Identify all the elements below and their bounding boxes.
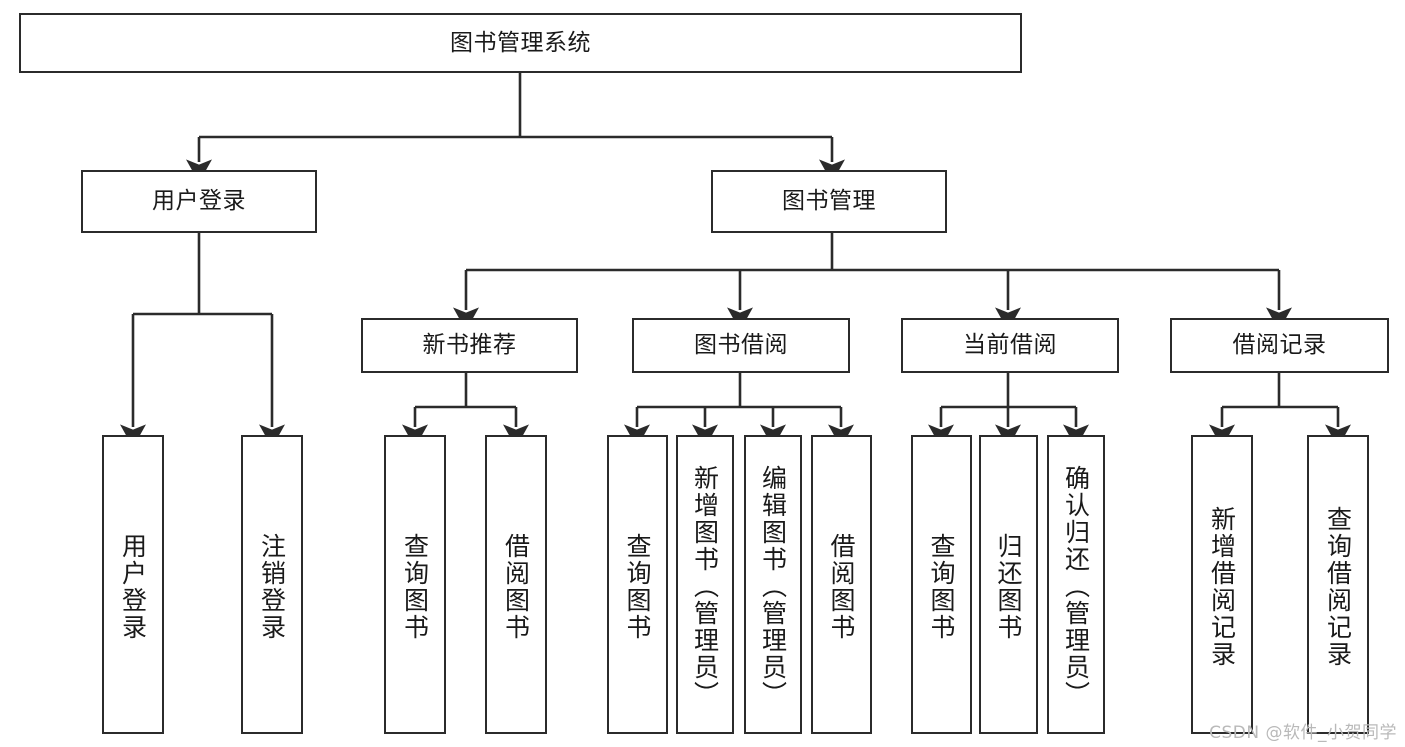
leaf-user-login-login[interactable]: 用户登录 <box>102 435 164 734</box>
leaf-book-borrow-add-label: 新增图书（管理员） <box>690 465 720 708</box>
node-root[interactable]: 图书管理系统 <box>19 13 1022 73</box>
leaf-new-book-borrow-label: 借阅图书 <box>501 532 531 641</box>
leaf-book-borrow-query[interactable]: 查询图书 <box>607 435 668 734</box>
leaf-current-borrow-query-label: 查询图书 <box>927 532 956 641</box>
leaf-borrow-record-add-label: 新增借阅记录 <box>1207 505 1237 668</box>
leaf-new-book-query[interactable]: 查询图书 <box>384 435 446 734</box>
leaf-current-borrow-confirm-label: 确认归还（管理员） <box>1061 465 1091 708</box>
leaf-current-borrow-query[interactable]: 查询图书 <box>911 435 972 734</box>
node-new-book-recommend[interactable]: 新书推荐 <box>361 318 578 373</box>
leaf-book-borrow-query-label: 查询图书 <box>623 532 652 641</box>
node-book-manage[interactable]: 图书管理 <box>711 170 947 233</box>
leaf-new-book-borrow[interactable]: 借阅图书 <box>485 435 547 734</box>
leaf-user-login-logout-label: 注销登录 <box>257 532 287 641</box>
node-new-book-recommend-label: 新书推荐 <box>422 332 517 358</box>
leaf-borrow-record-query[interactable]: 查询借阅记录 <box>1307 435 1369 734</box>
leaf-borrow-record-query-label: 查询借阅记录 <box>1323 505 1353 668</box>
node-borrow-record-label: 借阅记录 <box>1232 332 1327 358</box>
node-book-borrow[interactable]: 图书借阅 <box>632 318 850 373</box>
leaf-book-borrow-edit[interactable]: 编辑图书（管理员） <box>744 435 802 734</box>
node-current-borrow[interactable]: 当前借阅 <box>901 318 1119 373</box>
leaf-borrow-record-add[interactable]: 新增借阅记录 <box>1191 435 1253 734</box>
leaf-current-borrow-return[interactable]: 归还图书 <box>979 435 1038 734</box>
watermark: CSDN @软件_小贺同学 <box>1209 723 1397 743</box>
leaf-book-borrow-borrow-label: 借阅图书 <box>827 532 856 641</box>
node-current-borrow-label: 当前借阅 <box>963 332 1057 358</box>
node-book-manage-label: 图书管理 <box>782 188 876 214</box>
leaf-current-borrow-confirm[interactable]: 确认归还（管理员） <box>1047 435 1105 734</box>
leaf-new-book-query-label: 查询图书 <box>400 532 430 641</box>
leaf-current-borrow-return-label: 归还图书 <box>994 532 1023 641</box>
leaf-book-borrow-borrow[interactable]: 借阅图书 <box>811 435 872 734</box>
node-borrow-record[interactable]: 借阅记录 <box>1170 318 1389 373</box>
node-book-borrow-label: 图书借阅 <box>694 332 788 358</box>
node-user-login[interactable]: 用户登录 <box>81 170 317 233</box>
leaf-user-login-logout[interactable]: 注销登录 <box>241 435 303 734</box>
leaf-book-borrow-edit-label: 编辑图书（管理员） <box>758 465 788 708</box>
node-user-login-label: 用户登录 <box>152 188 246 214</box>
node-root-label: 图书管理系统 <box>450 29 591 56</box>
leaf-book-borrow-add[interactable]: 新增图书（管理员） <box>676 435 734 734</box>
leaf-user-login-login-label: 用户登录 <box>118 532 148 641</box>
